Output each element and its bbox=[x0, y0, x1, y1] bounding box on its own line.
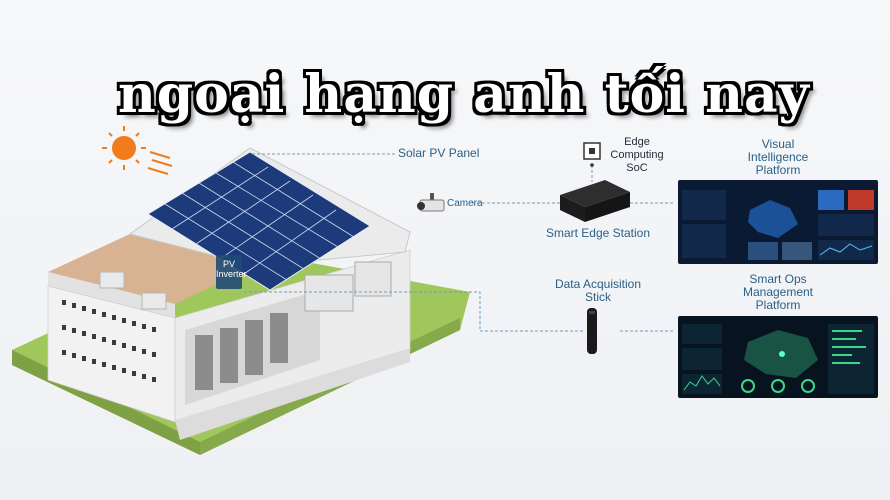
sun-icon bbox=[102, 126, 173, 175]
pv-inverter-label: PV Inverter bbox=[216, 259, 247, 279]
data-stick-line2: Stick bbox=[584, 290, 611, 304]
camera-icon bbox=[417, 193, 445, 212]
visual-dashboard-graphic bbox=[682, 190, 874, 260]
data-stick-line1: Data Acquisition bbox=[554, 277, 642, 291]
ops-platform-line1: Smart Ops bbox=[749, 272, 807, 286]
smart-edge-station-label: Smart Edge Station bbox=[545, 226, 651, 240]
edge-station-icon bbox=[560, 180, 630, 222]
edge-soc-line2: Computing bbox=[610, 149, 664, 161]
data-stick-icon bbox=[587, 308, 597, 354]
visual-platform-line2: Intelligence bbox=[747, 150, 809, 164]
chip-icon bbox=[583, 142, 601, 167]
camera-label: Camera bbox=[447, 198, 483, 209]
edge-soc-label: Edge Computing SoC bbox=[602, 136, 672, 175]
data-stick-label: Data Acquisition Stick bbox=[540, 278, 656, 304]
ops-platform-line2: Management bbox=[742, 285, 814, 299]
visual-platform-screen bbox=[678, 180, 878, 264]
pv-inverter-line1: PV bbox=[222, 259, 235, 269]
building-roof-left bbox=[48, 234, 255, 304]
pv-inverter-line2: Inverter bbox=[216, 269, 247, 279]
ops-platform-label: Smart Ops Management Platform bbox=[728, 273, 828, 312]
ops-dashboard-graphic bbox=[682, 324, 874, 394]
edge-soc-line1: Edge bbox=[624, 136, 650, 148]
ops-platform-screen bbox=[678, 316, 878, 398]
solar-panel-label: Solar PV Panel bbox=[398, 146, 480, 160]
visual-platform-line3: Platform bbox=[755, 163, 801, 177]
edge-soc-line3: SoC bbox=[626, 162, 648, 174]
visual-platform-line1: Visual bbox=[761, 137, 795, 151]
ops-platform-line3: Platform bbox=[755, 298, 801, 312]
headline-overlay: ngoại hạng anh tối nay bbox=[118, 64, 810, 125]
visual-platform-label: Visual Intelligence Platform bbox=[728, 138, 828, 177]
